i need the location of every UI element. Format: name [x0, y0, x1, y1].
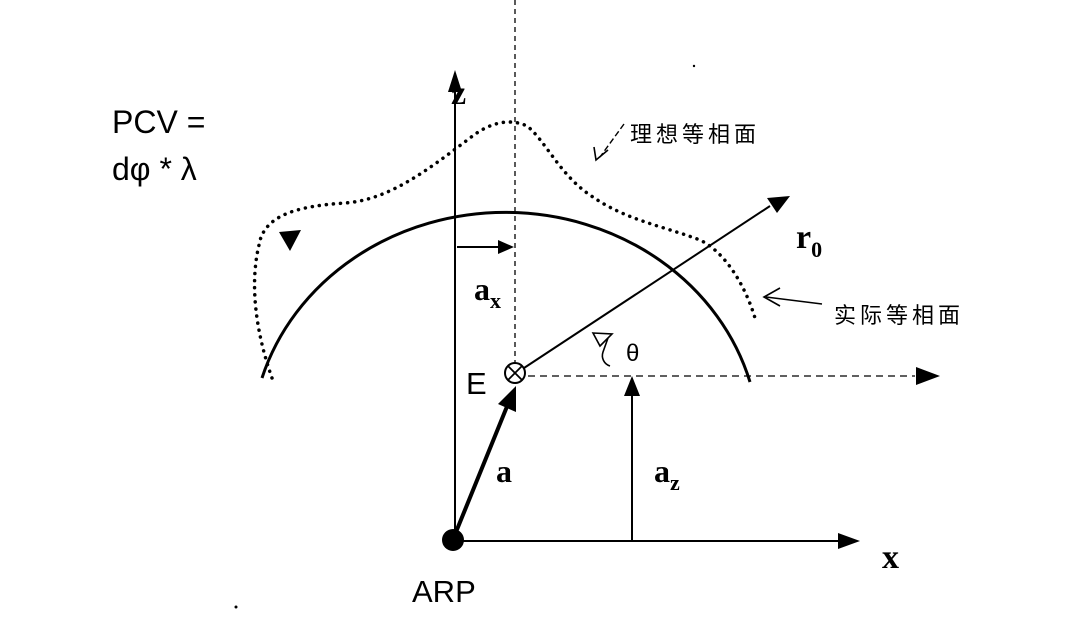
z-axis-label: z [451, 75, 466, 112]
arc-arrowhead [279, 230, 301, 251]
vector-a-arrowhead [498, 386, 516, 412]
actual-phase-surface [252, 120, 757, 380]
x-axis-label: x [882, 539, 899, 576]
actual-label-pointer-head [762, 287, 781, 307]
ideal-phase-surface [260, 210, 752, 383]
formula-line2: dφ * λ [112, 151, 197, 187]
vector-ax-label: ax [474, 271, 501, 313]
vector-r0 [523, 205, 771, 369]
ideal-surface-label: 理想等相面 [630, 123, 760, 148]
theta-arc-arrowhead [591, 332, 614, 348]
z-axis-arrowhead [448, 70, 462, 92]
formula-line1: PCV = [112, 104, 205, 140]
speck [234, 605, 238, 609]
actual-surface-label: 实际等相面 [834, 304, 964, 329]
vector-r0-label: r0 [796, 219, 822, 262]
e-point-cross-2 [507, 365, 523, 381]
vector-az-arrowhead [624, 376, 640, 396]
theta-arc [601, 337, 611, 367]
theta-label: θ [626, 340, 639, 367]
vector-r0-arrowhead [767, 196, 790, 213]
vector-a-label: a [496, 453, 512, 489]
ideal-label-pointer [599, 123, 625, 158]
x-axis-arrowhead [838, 533, 860, 549]
vector-a [454, 403, 510, 533]
e-label: E [466, 366, 487, 401]
horizontal-dashed-arrowhead [916, 367, 940, 385]
vector-ax-arrowhead [498, 240, 514, 254]
arp-label: ARP [412, 574, 476, 609]
arp-point [442, 529, 464, 551]
actual-label-pointer [765, 296, 823, 305]
vector-az-label: az [654, 453, 680, 495]
ideal-label-pointer-head [593, 146, 609, 162]
speck [692, 64, 696, 68]
